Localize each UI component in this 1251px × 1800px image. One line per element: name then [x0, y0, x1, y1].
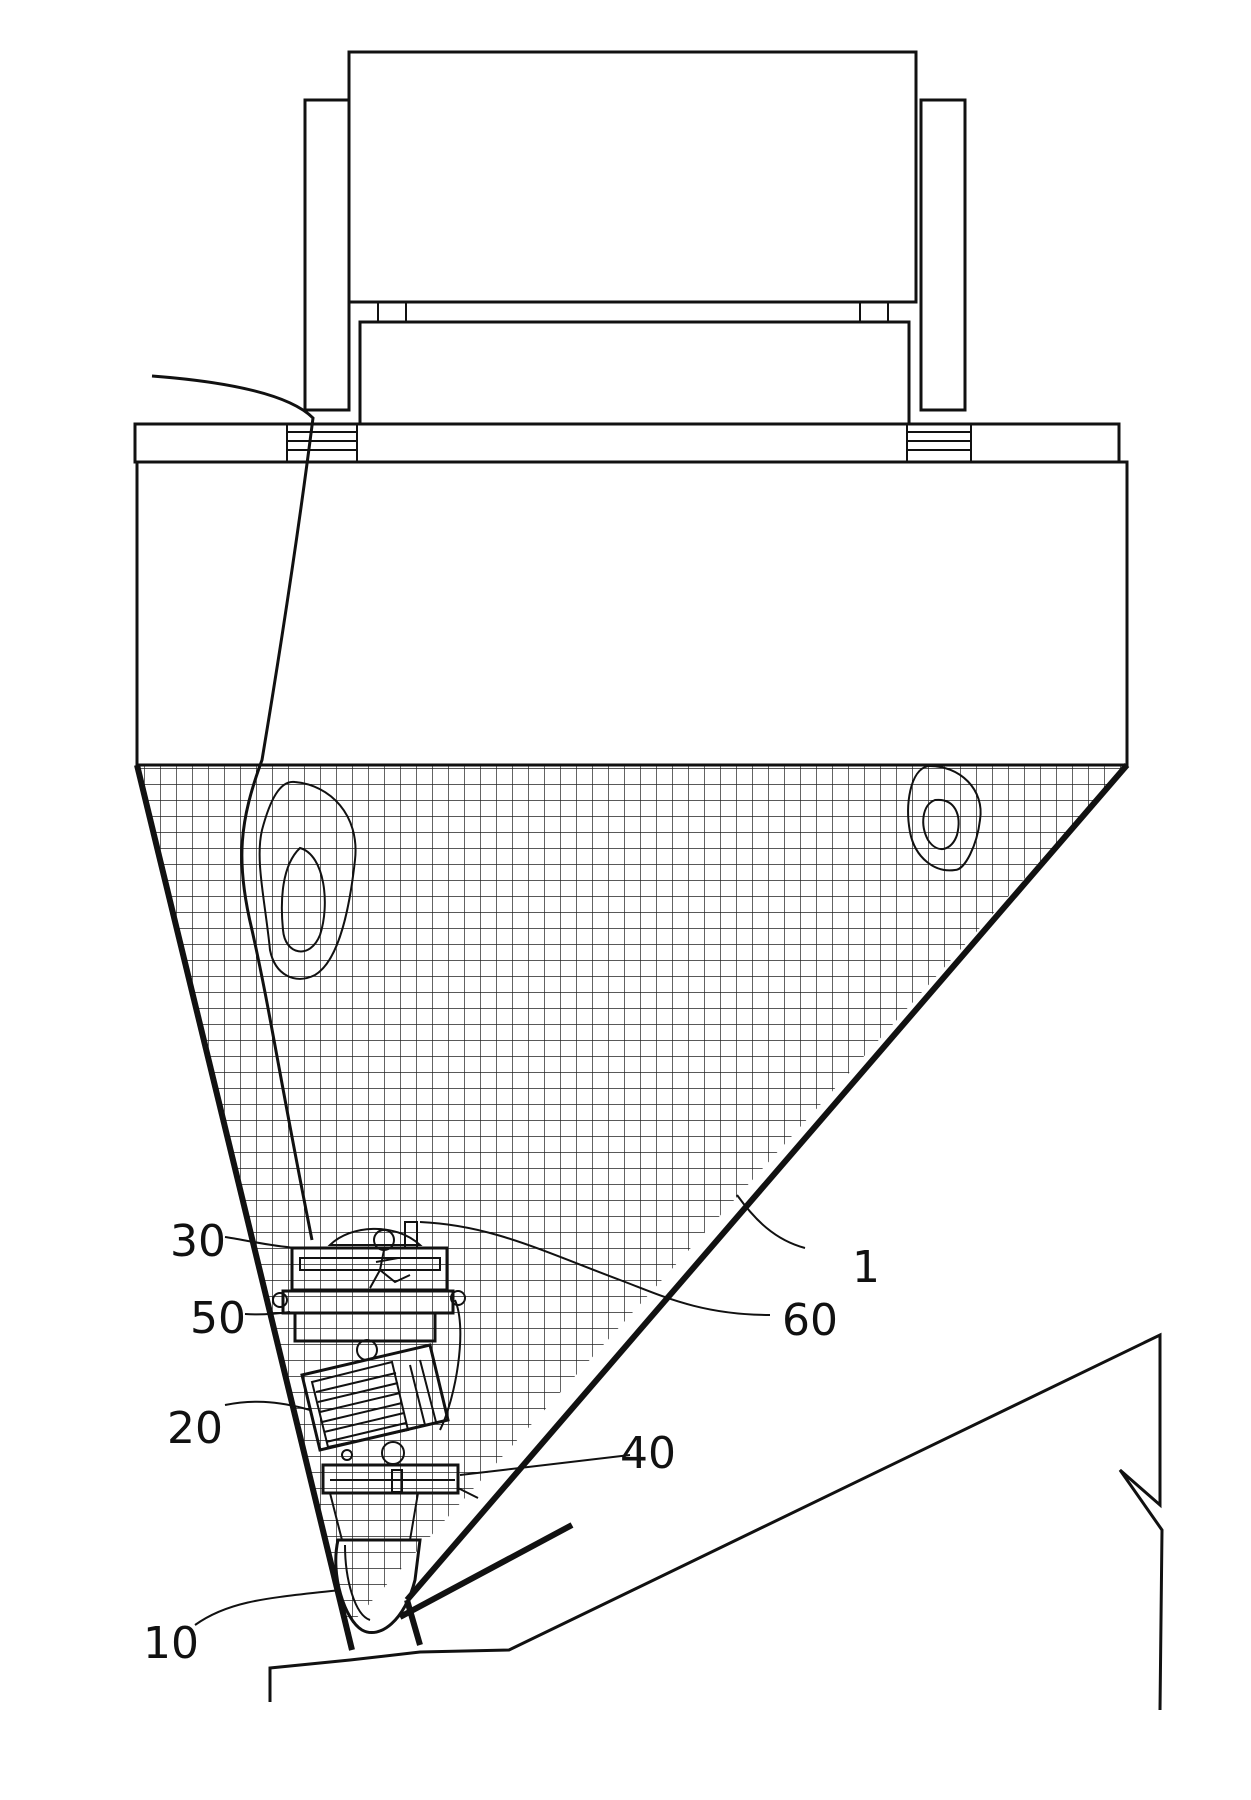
- connector-right: [859, 301, 889, 323]
- robot-assembly: [272, 1221, 574, 1634]
- base-structure: [268, 1332, 1164, 1711]
- winch-drum-20: [300, 1343, 450, 1465]
- connector-left: [377, 301, 407, 323]
- leader-lines: [194, 1194, 806, 1626]
- hopper: [134, 460, 1130, 1651]
- upper-box: [347, 50, 918, 304]
- hopper-left-wall: [134, 764, 355, 1651]
- left-column: [303, 98, 351, 412]
- nozzle-10: [334, 1522, 574, 1634]
- label-10: 10: [143, 1618, 199, 1669]
- left-coil: [286, 423, 358, 463]
- reference-labels: 1 10 20 30 40 50 60: [143, 1216, 880, 1669]
- label-60: 60: [782, 1295, 838, 1346]
- platform-30: [272, 1221, 466, 1308]
- label-1: 1: [852, 1242, 880, 1293]
- material-clump-left: [258, 780, 357, 980]
- label-50: 50: [190, 1293, 246, 1344]
- hoist-cable: [151, 374, 315, 1241]
- label-30: 30: [170, 1216, 226, 1267]
- right-column: [919, 98, 967, 412]
- right-coil: [906, 423, 972, 463]
- material-clump-right: [907, 764, 982, 872]
- label-40: 40: [620, 1428, 676, 1479]
- hopper-right-wall: [404, 763, 1130, 1602]
- material-fill-grid: [137, 765, 1127, 1645]
- discharge-chute-wall: [404, 1599, 423, 1646]
- top-machinery: [133, 50, 1121, 464]
- lower-box: [358, 320, 911, 426]
- label-20: 20: [167, 1403, 223, 1454]
- clamp-50: [281, 1289, 462, 1431]
